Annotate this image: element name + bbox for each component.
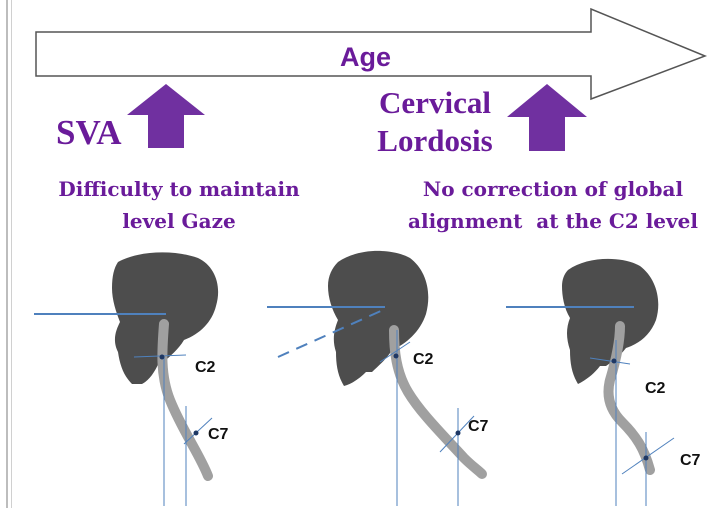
sva-up-arrow <box>127 84 205 148</box>
fig2-c7-label: C7 <box>468 418 488 436</box>
caption-left-line2: level Gaze <box>20 205 338 237</box>
figure-2 <box>267 251 482 506</box>
cervical-lordosis-line2: Lordosis <box>370 122 500 160</box>
cervical-lordosis-line1: Cervical <box>370 84 500 122</box>
caption-right-line1: No correction of global <box>383 173 709 205</box>
fig1-c7-label: C7 <box>208 426 228 444</box>
fig3-c7-label: C7 <box>680 452 700 470</box>
lordosis-up-arrow <box>507 84 587 151</box>
age-label: Age <box>340 42 391 73</box>
figure-1 <box>34 252 218 506</box>
caption-right-line2: alignment at the C2 level <box>383 205 709 237</box>
caption-left: Difficulty to maintain level Gaze <box>20 173 338 237</box>
cervical-lordosis-label: Cervical Lordosis <box>370 84 500 160</box>
fig2-c2-label: C2 <box>413 351 433 369</box>
fig1-c2-label: C2 <box>195 359 215 377</box>
sva-label: SVA <box>56 113 122 153</box>
spine-3 <box>609 326 651 470</box>
caption-left-line1: Difficulty to maintain <box>20 173 338 205</box>
spine-2 <box>394 330 482 474</box>
fig3-c2-label: C2 <box>645 380 665 398</box>
caption-right: No correction of global alignment at the… <box>383 173 709 237</box>
